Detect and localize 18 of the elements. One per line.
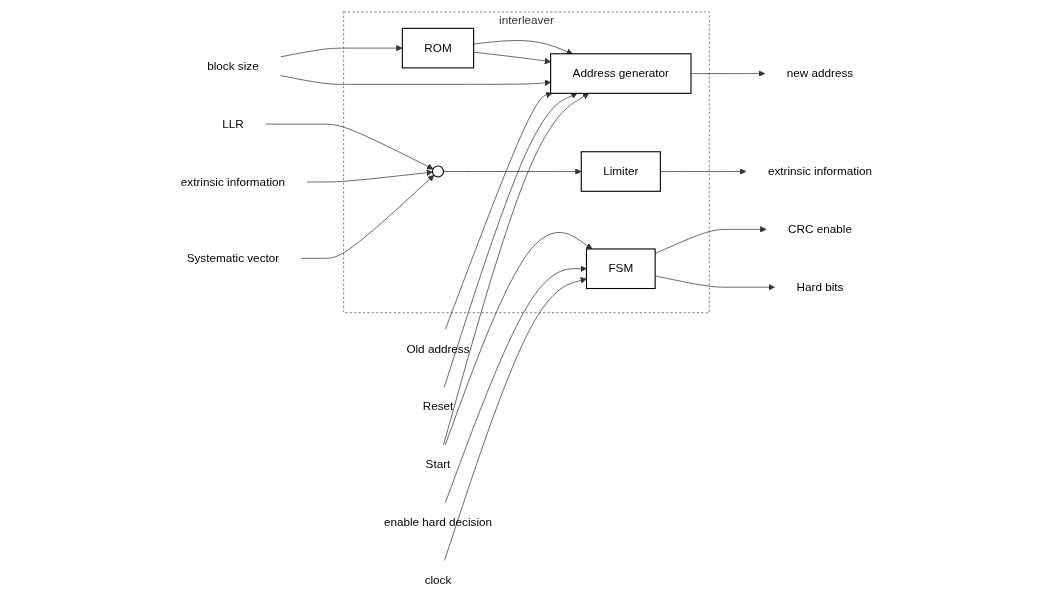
node-text: enable hard decision (383, 515, 492, 529)
node-text: extrinsic information (180, 175, 285, 188)
node-text: Systematic vector (186, 251, 279, 265)
node-text: extrinsic information (767, 164, 872, 178)
node-text: Old address (405, 342, 470, 355)
node-box: Address generator (549, 53, 692, 94)
node-text: Hard bits (796, 280, 843, 294)
node-text: clock (424, 573, 451, 587)
node-text: CRC enable (787, 222, 852, 236)
node-text: LLR (221, 117, 244, 130)
node-text: Reset (422, 400, 453, 413)
node-text: new address (786, 66, 853, 80)
node-text: block size (206, 59, 259, 73)
node-box: Limiter (580, 151, 661, 192)
node-box: ROM (401, 27, 474, 69)
node-text: Start (425, 458, 450, 471)
node-box: FSM (585, 248, 656, 290)
node-circle (431, 165, 444, 178)
